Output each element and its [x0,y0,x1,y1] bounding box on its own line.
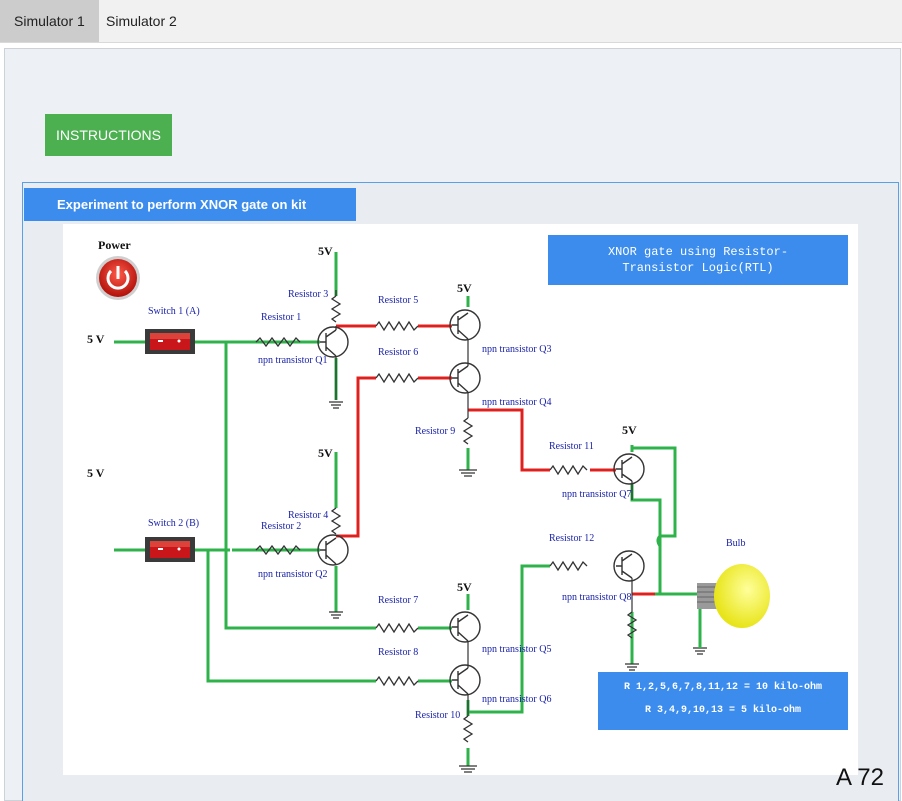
transistor-q8-label: npn transistor Q8 [562,592,631,603]
transistor-q3-label: npn transistor Q3 [482,344,551,355]
tab-bar: Simulator 1 Simulator 2 [0,0,902,43]
resistor-lead-wires [466,450,634,766]
resistor-12-label: Resistor 12 [549,533,594,544]
transistor-q1 [317,326,349,358]
resistance-values-box: R 1,2,5,6,7,8,11,12 = 10 kilo-ohm R 3,4,… [598,672,848,730]
transistor-q3 [449,309,481,341]
resistor-10-label: Resistor 10 [415,710,460,721]
supply-label-q2: 5V [318,446,333,460]
transistor-q5 [449,611,481,643]
supply-label-q5: 5V [457,580,472,594]
tab-simulator-1[interactable]: Simulator 1 [0,0,99,42]
resistor-11-label: Resistor 11 [549,441,594,452]
green-wires [114,252,702,716]
resistor-2 [255,544,301,556]
resistor-8-label: Resistor 8 [378,647,418,658]
resistor-6-label: Resistor 6 [378,347,418,358]
transistor-q7-label: npn transistor Q7 [562,489,631,500]
circuit-title-line-2: Transistor Logic(RTL) [622,261,774,275]
corner-tag: A 72 [835,764,884,791]
resistor-2-label: Resistor 2 [261,521,301,532]
switch-1[interactable] [145,329,195,354]
ground-q1 [329,401,343,409]
resistor-9 [462,417,474,445]
transistor-q6 [449,664,481,696]
resistor-3-label: Resistor 3 [288,289,328,300]
transistor-q7 [613,453,645,485]
resistor-5-label: Resistor 5 [378,295,418,306]
power-icon [106,266,130,290]
resistor-8 [375,675,419,687]
resistor-13 [626,611,638,639]
resistor-9-label: Resistor 9 [415,426,455,437]
switch-2[interactable] [145,537,195,562]
supply-label-q3: 5V [457,281,472,295]
transistor-q4-label: npn transistor Q4 [482,397,551,408]
transistor-q2 [317,534,349,566]
switch-1-label: Switch 1 (A) [148,306,200,317]
switch-2-label: Switch 2 (B) [148,518,199,529]
input-b-voltage: 5 V [87,466,105,480]
resistor-4-label: Resistor 4 [288,510,328,521]
red-wires [336,324,655,596]
transistor-leads [335,339,633,716]
transistor-q2-label: npn transistor Q2 [258,569,327,580]
power-button[interactable] [96,256,140,300]
ground-q4 [459,469,477,477]
resistance-line-2: R 3,4,9,10,13 = 5 kilo-ohm [644,705,802,716]
ground-q2 [329,611,343,619]
circuit-title-box: XNOR gate using Resistor- Transistor Log… [548,235,848,285]
resistor-10 [462,715,474,743]
supply-label-q7: 5V [622,423,637,437]
input-a-voltage: 5 V [87,332,105,346]
resistor-6 [375,372,419,384]
ground-bulb [693,647,707,655]
resistance-line-1: R 1,2,5,6,7,8,11,12 = 10 kilo-ohm [623,682,823,693]
ground-q8 [625,663,639,671]
transistor-q5-label: npn transistor Q5 [482,644,551,655]
resistor-11 [549,464,588,476]
transistor-q1-label: npn transistor Q1 [258,355,327,366]
tab-simulator-2[interactable]: Simulator 2 [106,13,177,29]
bulb-label: Bulb [726,538,745,549]
instructions-button[interactable]: INSTRUCTIONS [45,114,172,156]
transistor-q8 [613,550,645,582]
supply-label-q1: 5V [318,244,333,258]
experiment-title: Experiment to perform XNOR gate on kit [24,188,356,221]
resistor-7-label: Resistor 7 [378,595,418,606]
resistor-symbols [255,290,638,743]
transistor-q4 [449,362,481,394]
resistor-5 [375,320,419,332]
transistor-symbols [317,309,645,696]
ground-q6 [459,765,477,773]
resistor-1-label: Resistor 1 [261,312,301,323]
resistor-7 [375,622,419,634]
transistor-q6-label: npn transistor Q6 [482,694,551,705]
resistor-1 [255,336,301,348]
resistor-4 [330,507,342,535]
resistor-12 [549,560,588,572]
circuit-title-line-1: XNOR gate using Resistor- [607,245,789,259]
bulb [697,564,770,628]
power-label: Power [98,238,131,252]
circuit-diagram: Power Switch 1 (A) Switch 2 (B) 5 V 5 V … [87,238,770,773]
resistor-3 [330,295,342,323]
